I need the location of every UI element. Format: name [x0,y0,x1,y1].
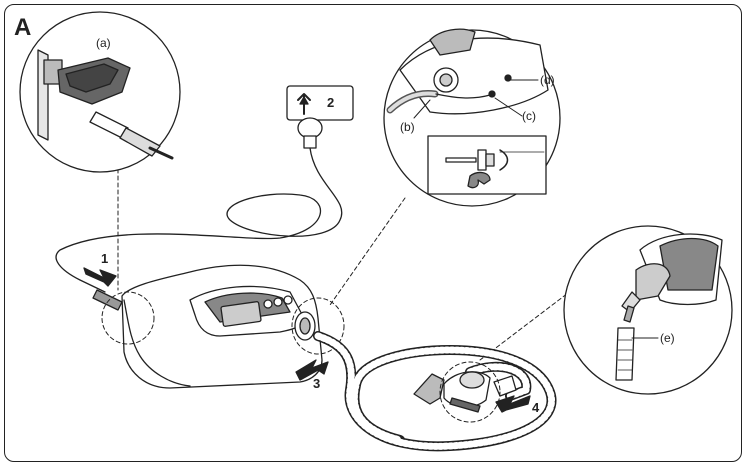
detail-circle-e [563,225,733,395]
outlet-highlight [291,297,345,355]
panel-letter: A [14,14,32,41]
therapy-device [121,264,323,389]
step-label-3: 3 [313,376,321,391]
step-label-2: 2 [327,95,335,110]
air-tubing [313,331,557,452]
arrow-1 [83,267,117,287]
callout-c: (c) [522,109,536,123]
callout-d: (d) [540,73,555,87]
arrow-4 [495,395,531,413]
diagram-frame [4,4,742,462]
inlet-highlight [101,291,155,345]
step-label-1: 1 [101,251,109,266]
callout-b: (b) [400,120,415,134]
detail-circle-bcd [383,28,561,207]
callout-a: (a) [96,36,111,50]
mask-highlight [439,361,501,423]
power-cord [55,85,354,311]
detail-circle-a [19,11,181,173]
callout-e: (e) [660,331,675,345]
step-label-4: 4 [532,400,540,415]
mask-assembly [413,371,517,413]
arrow-3 [295,359,329,381]
leader-lines [117,147,573,361]
